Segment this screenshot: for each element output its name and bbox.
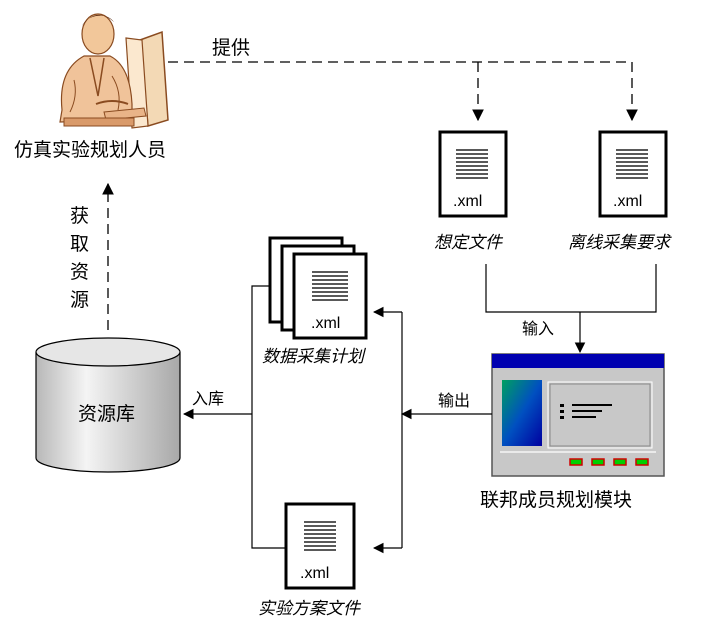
svg-text:.xml: .xml — [613, 193, 642, 210]
planner-person-icon — [59, 13, 169, 129]
database-label: 资源库 — [78, 403, 135, 425]
offline-requirement-caption: 离线采集要求 — [568, 233, 672, 253]
store-label: 入库 — [192, 389, 224, 408]
person-label: 仿真实验规划人员 — [14, 139, 166, 161]
collection-plan-caption: 数据采集计划 — [262, 347, 367, 367]
provide-label: 提供 — [212, 37, 250, 59]
svg-text:资: 资 — [70, 261, 89, 283]
svg-text:取: 取 — [70, 233, 89, 255]
output-label: 输出 — [438, 391, 470, 410]
input-label: 输入 — [522, 319, 554, 338]
planning-module-window — [491, 353, 665, 477]
offline-requirement-icon: .xml — [598, 130, 668, 218]
module-label: 联邦成员规划模块 — [480, 489, 632, 511]
svg-text:.xml: .xml — [311, 315, 340, 332]
get-resource-label: 获 取 资 源 — [70, 205, 89, 311]
scenario-file-caption: 想定文件 — [434, 233, 504, 253]
experiment-plan-caption: 实验方案文件 — [258, 599, 362, 619]
collection-plan-icon: .xml — [268, 236, 368, 340]
scenario-file-icon: .xml — [438, 130, 508, 218]
resource-database-icon — [35, 337, 181, 473]
svg-text:源: 源 — [70, 289, 89, 311]
experiment-plan-icon: .xml — [284, 502, 356, 590]
svg-text:.xml: .xml — [300, 565, 329, 582]
svg-text:获: 获 — [70, 205, 89, 227]
svg-text:.xml: .xml — [453, 193, 482, 210]
